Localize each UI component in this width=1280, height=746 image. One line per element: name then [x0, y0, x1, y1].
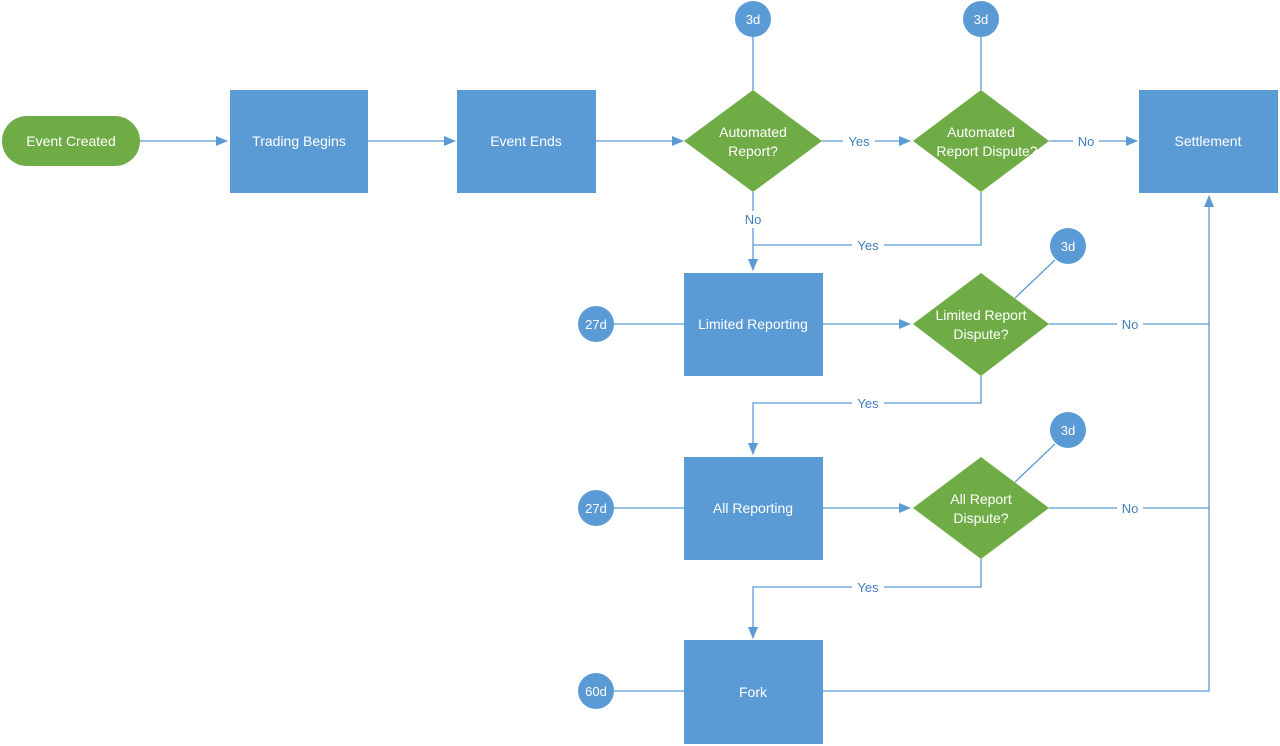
node-automated-report-dispute[interactable]: Automated Report Dispute? — [913, 90, 1049, 192]
timer-limited-reporting: 27d — [578, 306, 614, 342]
timer-limited-report-dispute-label: 3d — [1061, 239, 1075, 254]
edge-label-auto-dispute-no: No — [1078, 134, 1095, 149]
timer-line-all-dispute — [1014, 443, 1056, 483]
timer-automated-report-dispute: 3d — [963, 1, 999, 37]
edge-labels: Yes No No Yes No Yes No Yes — [740, 133, 1143, 596]
node-all-reporting[interactable]: All Reporting — [684, 457, 823, 560]
edge-label-all-dispute-no: No — [1122, 501, 1139, 516]
timer-limited-report-dispute: 3d — [1050, 228, 1086, 264]
edge-label-automated-no: No — [745, 212, 762, 227]
node-automated-report-label-1: Automated — [719, 124, 787, 140]
node-automated-report-dispute-label-2: Report Dispute? — [936, 143, 1037, 159]
node-trading-begins-label: Trading Begins — [252, 133, 346, 149]
node-event-ends-label: Event Ends — [490, 133, 562, 149]
node-fork-label: Fork — [739, 684, 768, 700]
node-all-report-dispute[interactable]: All Report Dispute? — [913, 457, 1049, 559]
timer-automated-report: 3d — [735, 1, 771, 37]
node-all-report-dispute-label-2: Dispute? — [953, 510, 1008, 526]
timer-fork-label: 60d — [585, 684, 607, 699]
node-limited-reporting-label: Limited Reporting — [698, 316, 808, 332]
timer-line-limited-dispute — [1014, 259, 1056, 299]
timer-automated-report-dispute-label: 3d — [974, 12, 988, 27]
node-event-created-label: Event Created — [26, 133, 116, 149]
timer-fork: 60d — [578, 673, 614, 709]
node-limited-report-dispute-label-2: Dispute? — [953, 326, 1008, 342]
timer-all-reporting-label: 27d — [585, 501, 607, 516]
edge-limited-dispute-yes — [748, 376, 982, 455]
node-event-ends[interactable]: Event Ends — [457, 90, 596, 193]
node-limited-report-dispute-label-1: Limited Report — [935, 307, 1026, 323]
edge-label-all-dispute-yes: Yes — [857, 580, 879, 595]
timer-all-report-dispute-label: 3d — [1061, 423, 1075, 438]
timer-automated-report-label: 3d — [746, 12, 760, 27]
node-all-report-dispute-label-1: All Report — [950, 491, 1012, 507]
timer-all-report-dispute: 3d — [1050, 412, 1086, 448]
edge-all-dispute-yes — [748, 559, 982, 639]
node-all-reporting-label: All Reporting — [713, 500, 793, 516]
edge-auto-dispute-yes — [753, 192, 982, 246]
timer-limited-reporting-label: 27d — [585, 317, 607, 332]
edge-label-limited-dispute-no: No — [1122, 317, 1139, 332]
edge-label-auto-dispute-yes: Yes — [857, 238, 879, 253]
node-limited-reporting[interactable]: Limited Reporting — [684, 273, 823, 376]
node-fork[interactable]: Fork — [684, 640, 823, 744]
node-settlement[interactable]: Settlement — [1139, 90, 1278, 193]
edge-label-automated-yes: Yes — [848, 134, 870, 149]
node-trading-begins[interactable]: Trading Begins — [230, 90, 368, 193]
node-limited-report-dispute[interactable]: Limited Report Dispute? — [913, 273, 1049, 376]
timer-all-reporting: 27d — [578, 490, 614, 526]
edge-fork-to-settlement — [823, 195, 1214, 692]
node-automated-report-dispute-label-1: Automated — [947, 124, 1015, 140]
node-automated-report-label-2: Report? — [728, 143, 778, 159]
node-event-created[interactable]: Event Created — [2, 116, 140, 166]
edge-label-limited-dispute-yes: Yes — [857, 396, 879, 411]
node-automated-report[interactable]: Automated Report? — [684, 90, 822, 192]
node-settlement-label: Settlement — [1175, 133, 1242, 149]
